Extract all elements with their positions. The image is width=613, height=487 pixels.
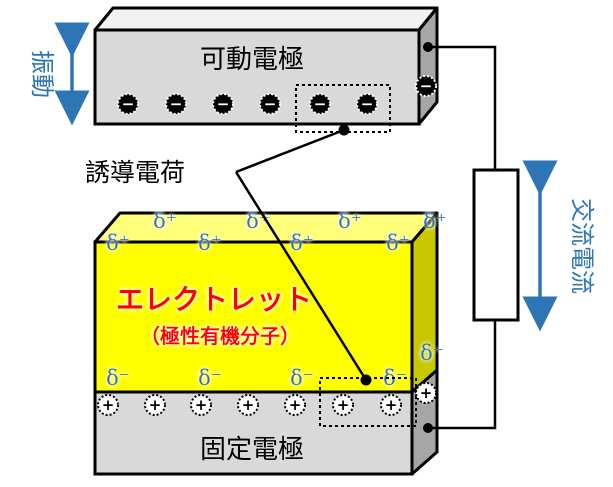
induced-positive-charges: + + + + + + + (97, 394, 402, 416)
svg-text:−: − (314, 95, 327, 113)
pointer-line-top (235, 128, 345, 174)
svg-text:+: + (149, 396, 162, 414)
negative-charge: − (259, 93, 281, 115)
svg-text:−: − (122, 95, 135, 113)
svg-text:−: − (361, 95, 374, 113)
svg-text:+: + (337, 396, 350, 414)
delta-plus: δ⁺ (198, 231, 222, 255)
delta-plus: δ⁺ (386, 231, 410, 255)
resistor (472, 168, 520, 322)
electret-block: エレクトレット （極性有機分子） (93, 211, 439, 394)
delta-minus: δ⁻ (106, 366, 130, 390)
svg-text:+: + (289, 396, 302, 414)
positive-charge: + (144, 394, 166, 416)
electret-title: エレクトレット (116, 283, 312, 316)
pointer-dot-top (338, 124, 350, 136)
svg-text:+: + (420, 384, 433, 402)
induced-charge-label: 誘導電荷 (85, 158, 185, 187)
induced-negative-charges: −−−−−− (117, 93, 378, 115)
electret-side (410, 211, 439, 394)
pointer-line-bottom (234, 171, 368, 381)
movable-electrode-label: 可動電極 (200, 45, 304, 75)
positive-charge: + (237, 394, 259, 416)
delta-minus: δ⁻ (290, 366, 314, 390)
delta-plus: δ⁺ (153, 209, 177, 233)
movable-electrode-top (93, 6, 439, 32)
positive-charge: + (97, 394, 119, 416)
delta-minus: δ⁻ (198, 366, 222, 390)
delta-minus: δ⁻ (420, 341, 444, 365)
svg-text:−: − (217, 95, 230, 113)
pointer-dot-bottom (360, 374, 372, 386)
ac-current-label: 交流電流 (568, 198, 596, 294)
svg-text:+: + (102, 396, 115, 414)
negative-charge: − (165, 93, 187, 115)
delta-plus: δ⁺ (290, 231, 314, 255)
negative-charge: − (212, 93, 234, 115)
svg-text:+: + (195, 396, 208, 414)
electret-front (93, 240, 414, 394)
svg-text:+: + (242, 396, 255, 414)
delta-plus: δ⁺ (106, 231, 130, 255)
fixed-electrode-label: 固定電極 (200, 435, 304, 465)
svg-text:−: − (264, 95, 277, 113)
svg-text:+: + (385, 396, 398, 414)
negative-charge: − (117, 93, 139, 115)
delta-plus: δ⁺ (423, 209, 447, 233)
positive-charge: + (190, 394, 212, 416)
positive-charge: + (332, 394, 354, 416)
side-positive-charge: + (415, 382, 437, 404)
negative-charge: − (356, 93, 378, 115)
negative-charge: − (309, 93, 331, 115)
svg-text:−: − (420, 77, 433, 95)
svg-text:−: − (170, 95, 183, 113)
side-negative-charge: − (415, 75, 437, 97)
movable-electrode-side (417, 6, 439, 126)
positive-charge: + (380, 394, 402, 416)
electret-subtitle: （極性有機分子） (140, 324, 300, 348)
delta-plus: δ⁺ (338, 209, 362, 233)
dipole-partial-charges: δ⁺δ⁺δ⁺δ⁺δ⁺δ⁺δ⁺δ⁺δ⁻δ⁻δ⁻δ⁻δ⁻ (106, 209, 447, 390)
vibration-label: 振動 (28, 50, 56, 98)
circuit-wire (423, 42, 497, 433)
positive-charge: + (284, 394, 306, 416)
